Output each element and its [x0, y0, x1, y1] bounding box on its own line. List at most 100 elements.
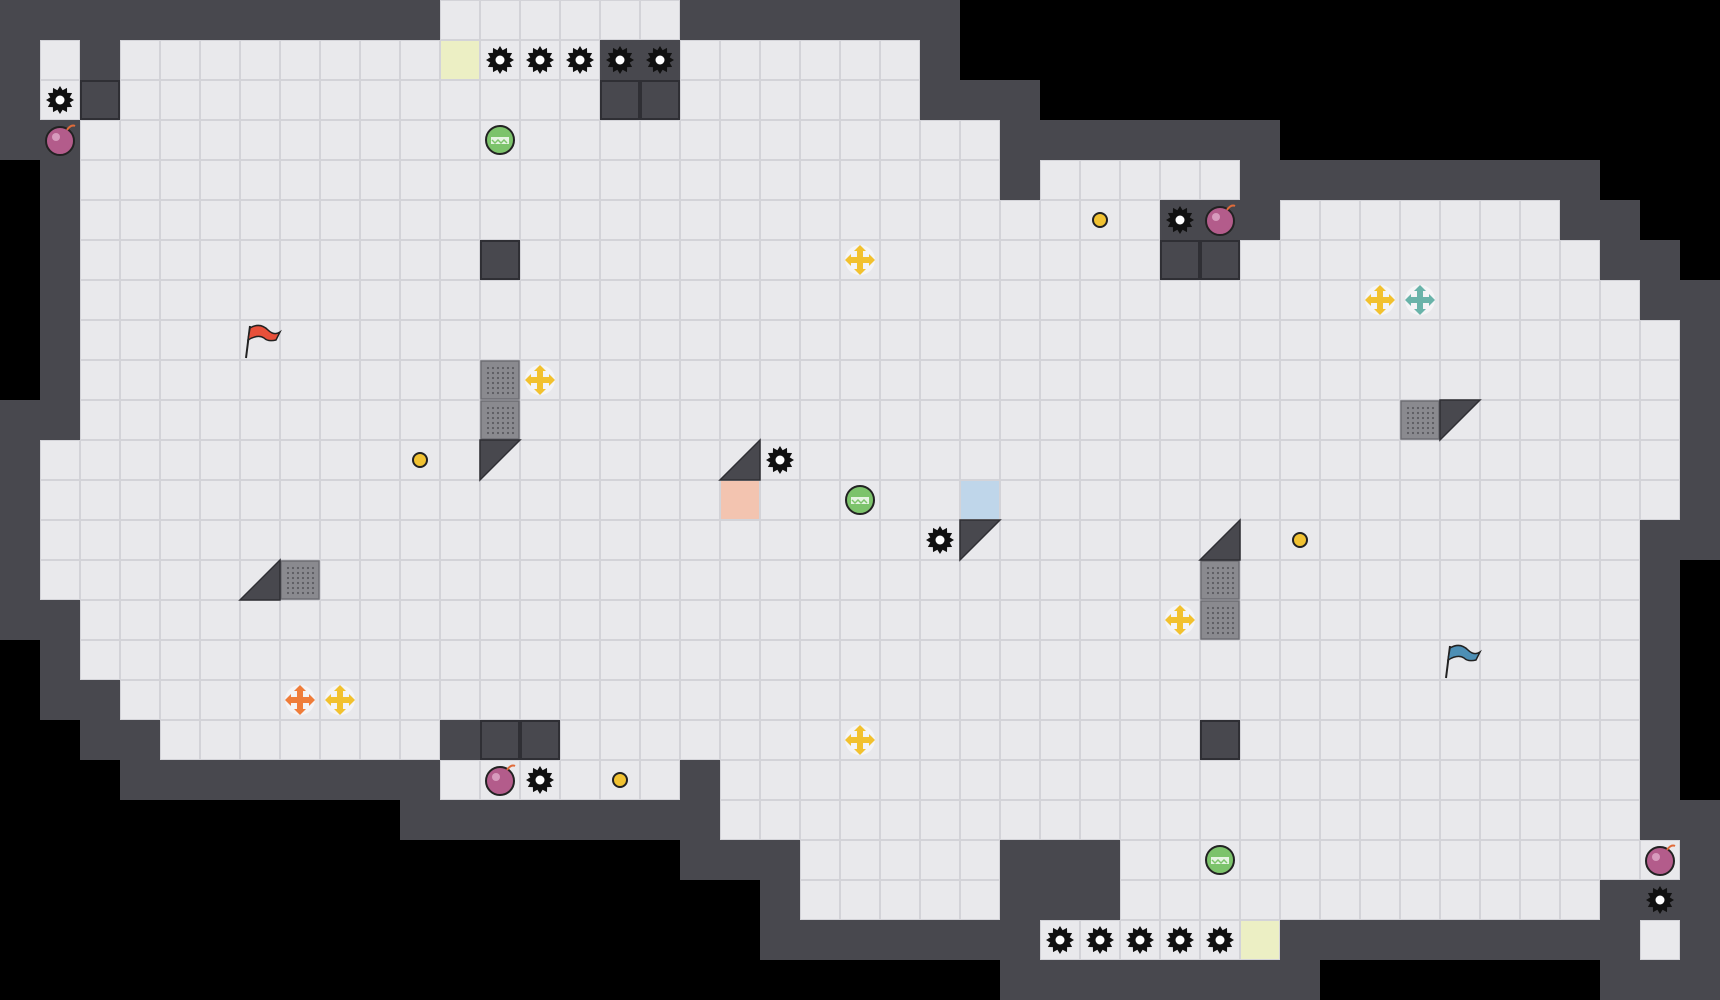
floor-tile: [1520, 440, 1560, 480]
floor-tile: [600, 680, 640, 720]
floor-tile: [1040, 240, 1080, 280]
floor-tile: [400, 200, 440, 240]
floor-tile: [360, 440, 400, 480]
floor-tile: [1400, 840, 1440, 880]
floor-tile: [1480, 200, 1520, 240]
floor-tile: [960, 800, 1000, 840]
floor-tile: [1360, 800, 1400, 840]
floor-tile: [1560, 360, 1600, 400]
floor-tile: [960, 680, 1000, 720]
wall-tile: [1560, 160, 1600, 200]
floor-tile: [520, 560, 560, 600]
floor-tile: [520, 440, 560, 480]
wall-tile: [1240, 200, 1280, 240]
wall-tile: [160, 760, 200, 800]
floor-tile: [280, 280, 320, 320]
wall-tile: [920, 40, 960, 80]
floor-tile: [160, 520, 200, 560]
floor-tile: [560, 280, 600, 320]
wall-tile: [1680, 920, 1720, 960]
floor-tile: [400, 320, 440, 360]
floor-tile: [1480, 400, 1520, 440]
wall-tile: [1240, 160, 1280, 200]
wall-tile: [1680, 840, 1720, 880]
grate-tile: [1200, 600, 1240, 640]
floor-tile: [880, 880, 920, 920]
wall-tile: [480, 800, 520, 840]
floor-tile: [560, 200, 600, 240]
floor-tile: [200, 200, 240, 240]
floor-tile: [1400, 320, 1440, 360]
floor-tile: [1040, 600, 1080, 640]
powerup-icon: [845, 485, 875, 515]
floor-tile: [1080, 480, 1120, 520]
floor-tile: [1400, 880, 1440, 920]
floor-tile: [160, 400, 200, 440]
wall-tile: [440, 800, 480, 840]
floor-tile: [80, 440, 120, 480]
floor-tile: [1200, 640, 1240, 680]
floor-tile: [160, 720, 200, 760]
floor-tile: [160, 440, 200, 480]
ramp-wall: [959, 519, 1002, 562]
floor-tile: [960, 240, 1000, 280]
wall-tile: [40, 160, 80, 200]
floor-tile: [1520, 640, 1560, 680]
floor-tile: [1160, 360, 1200, 400]
floor-tile: [360, 520, 400, 560]
floor-tile: [320, 160, 360, 200]
wall-tile: [1440, 160, 1480, 200]
floor-tile: [1640, 480, 1680, 520]
floor-tile: [1200, 880, 1240, 920]
floor-tile: [760, 480, 800, 520]
floor-tile: [1440, 440, 1480, 480]
floor-tile: [840, 400, 880, 440]
floor-tile: [560, 640, 600, 680]
wall-tile: [1440, 920, 1480, 960]
floor-tile: [600, 120, 640, 160]
floor-tile: [1480, 720, 1520, 760]
floor-tile: [1000, 760, 1040, 800]
floor-tile: [760, 720, 800, 760]
floor-tile: [1160, 520, 1200, 560]
floor-tile: [120, 640, 160, 680]
floor-tile: [1160, 560, 1200, 600]
floor-tile: [960, 640, 1000, 680]
floor-tile: [560, 120, 600, 160]
floor-tile: [280, 600, 320, 640]
floor-tile: [80, 400, 120, 440]
floor-tile: [640, 640, 680, 680]
floor-tile: [800, 800, 840, 840]
floor-tile: [1080, 320, 1120, 360]
floor-tile: [640, 760, 680, 800]
wall-tile: [920, 0, 960, 40]
floor-tile: [920, 360, 960, 400]
floor-tile: [1440, 800, 1480, 840]
wall-tile: [1640, 720, 1680, 760]
wall-tile: [240, 760, 280, 800]
floor-tile: [640, 0, 680, 40]
ramp-wall: [718, 438, 761, 481]
floor-tile: [1000, 640, 1040, 680]
floor-tile: [440, 120, 480, 160]
floor-tile: [1560, 680, 1600, 720]
floor-tile: [480, 80, 520, 120]
floor-tile: [200, 600, 240, 640]
floor-tile: [1000, 400, 1040, 440]
wall-tile: [0, 600, 40, 640]
floor-tile: [1440, 560, 1480, 600]
boost-icon: [325, 685, 355, 715]
floor-tile: [440, 440, 480, 480]
floor-tile: [1480, 600, 1520, 640]
floor-tile: [1320, 640, 1360, 680]
wall-tile: [1640, 800, 1680, 840]
floor-tile: [320, 80, 360, 120]
floor-tile: [120, 40, 160, 80]
wall-tile: [440, 720, 480, 760]
floor-tile: [1400, 480, 1440, 520]
floor-tile: [1000, 800, 1040, 840]
wall-tile: [0, 120, 40, 160]
wall-tile: [1640, 760, 1680, 800]
floor-tile: [400, 640, 440, 680]
wall-tile: [1240, 120, 1280, 160]
